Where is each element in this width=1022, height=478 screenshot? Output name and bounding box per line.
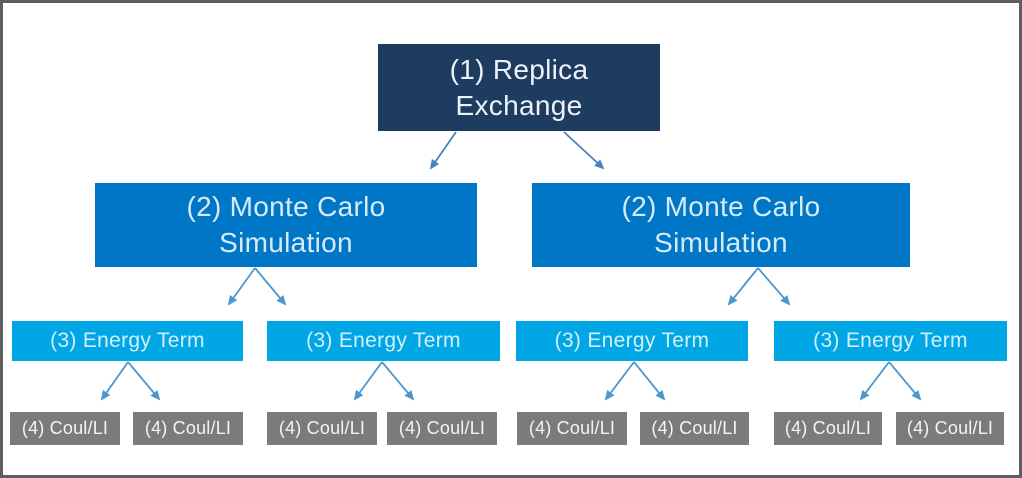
node-label: (4) Coul/LI	[651, 417, 738, 438]
node-replica-exchange: (1) Replica Exchange	[378, 44, 660, 131]
node-label: (4) Coul/LI	[398, 417, 486, 438]
node-energy-term-4: (3) Energy Term	[774, 321, 1007, 361]
node-monte-carlo-simulation-1: (2) Monte Carlo Simulation	[95, 183, 477, 267]
arrows-level2-to-level3	[227, 267, 791, 306]
node-coul-li-8: (4) Coul/LI	[896, 412, 1004, 445]
arrows-level3-to-level4	[100, 361, 922, 401]
node-label: (3) Energy Term	[813, 328, 968, 352]
node-label: (1) Replica Exchange	[449, 53, 589, 121]
node-label: (4) Coul/LI	[144, 417, 232, 438]
arrows-level1-to-level2	[429, 131, 605, 170]
node-energy-term-1: (3) Energy Term	[12, 321, 243, 361]
node-label: (3) Energy Term	[50, 328, 205, 352]
node-coul-li-7: (4) Coul/LI	[774, 412, 882, 445]
node-monte-carlo-simulation-2: (2) Monte Carlo Simulation	[532, 183, 910, 267]
node-coul-li-4: (4) Coul/LI	[387, 412, 497, 445]
node-coul-li-5: (4) Coul/LI	[517, 412, 627, 445]
node-label: (4) Coul/LI	[906, 417, 994, 438]
node-label: (4) Coul/LI	[528, 417, 616, 438]
node-label: (3) Energy Term	[306, 328, 461, 352]
node-energy-term-2: (3) Energy Term	[267, 321, 500, 361]
node-coul-li-2: (4) Coul/LI	[133, 412, 243, 445]
node-label: (4) Coul/LI	[784, 417, 872, 438]
node-coul-li-3: (4) Coul/LI	[267, 412, 377, 445]
node-label: (4) Coul/LI	[278, 417, 366, 438]
node-label: (2) Monte Carlo Simulation	[186, 191, 386, 258]
node-coul-li-1: (4) Coul/LI	[10, 412, 120, 445]
node-energy-term-3: (3) Energy Term	[516, 321, 748, 361]
node-label: (2) Monte Carlo Simulation	[621, 191, 821, 258]
node-label: (3) Energy Term	[554, 328, 710, 352]
node-label: (4) Coul/LI	[21, 417, 109, 438]
node-coul-li-6: (4) Coul/LI	[640, 412, 749, 445]
